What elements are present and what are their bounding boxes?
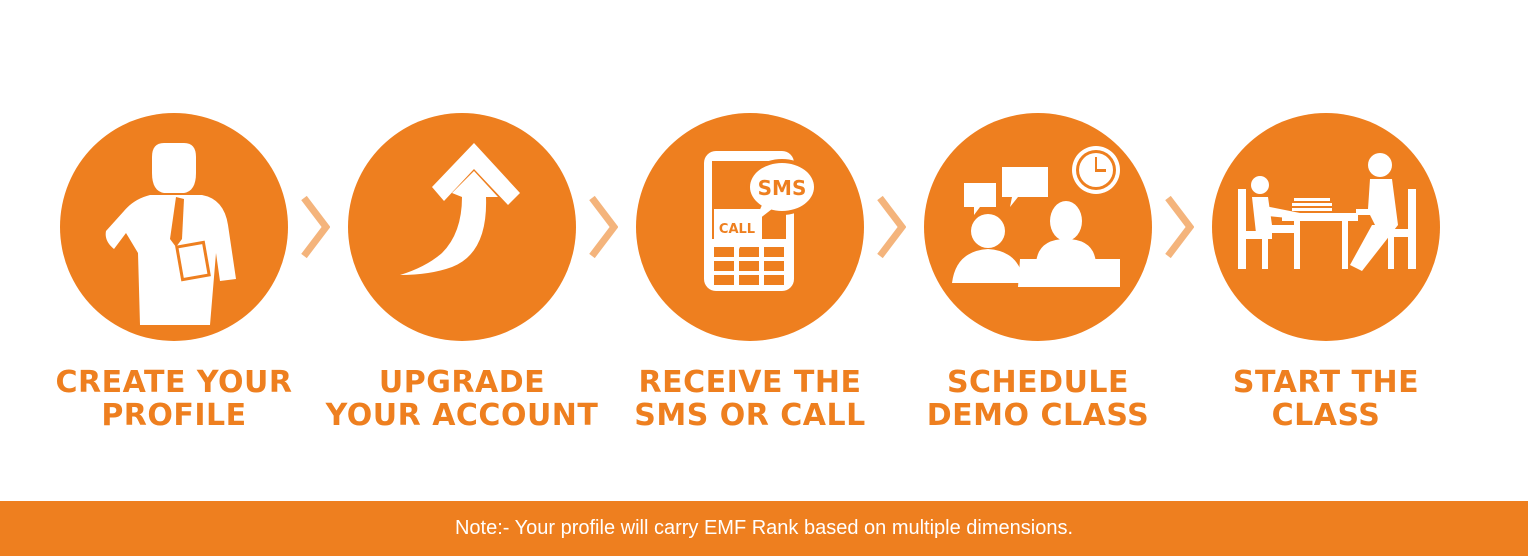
call-text: CALL [719,222,755,237]
step-circle [348,113,576,341]
phone-sms-icon: SMS CALL [704,151,818,291]
step-circle [60,113,288,341]
step-circle [924,113,1152,341]
upgrade-arrow-icon [400,143,520,275]
class-table-icon [1238,153,1416,271]
chevron-right-icon [1164,192,1195,262]
footer-note-bar: Note:- Your profile will carry EMF Rank … [0,501,1528,556]
chevron-right-icon [876,192,907,262]
chevron-right-icon [300,192,331,262]
sms-text: SMS [758,176,807,200]
chevron-right-icon [588,192,619,262]
step-circle [1212,113,1440,341]
footer-note-text: Note:- Your profile will carry EMF Rank … [454,517,1074,539]
profile-person-icon [105,143,236,325]
step-circle: SMS CALL [636,113,864,341]
schedule-meeting-icon [952,146,1120,287]
